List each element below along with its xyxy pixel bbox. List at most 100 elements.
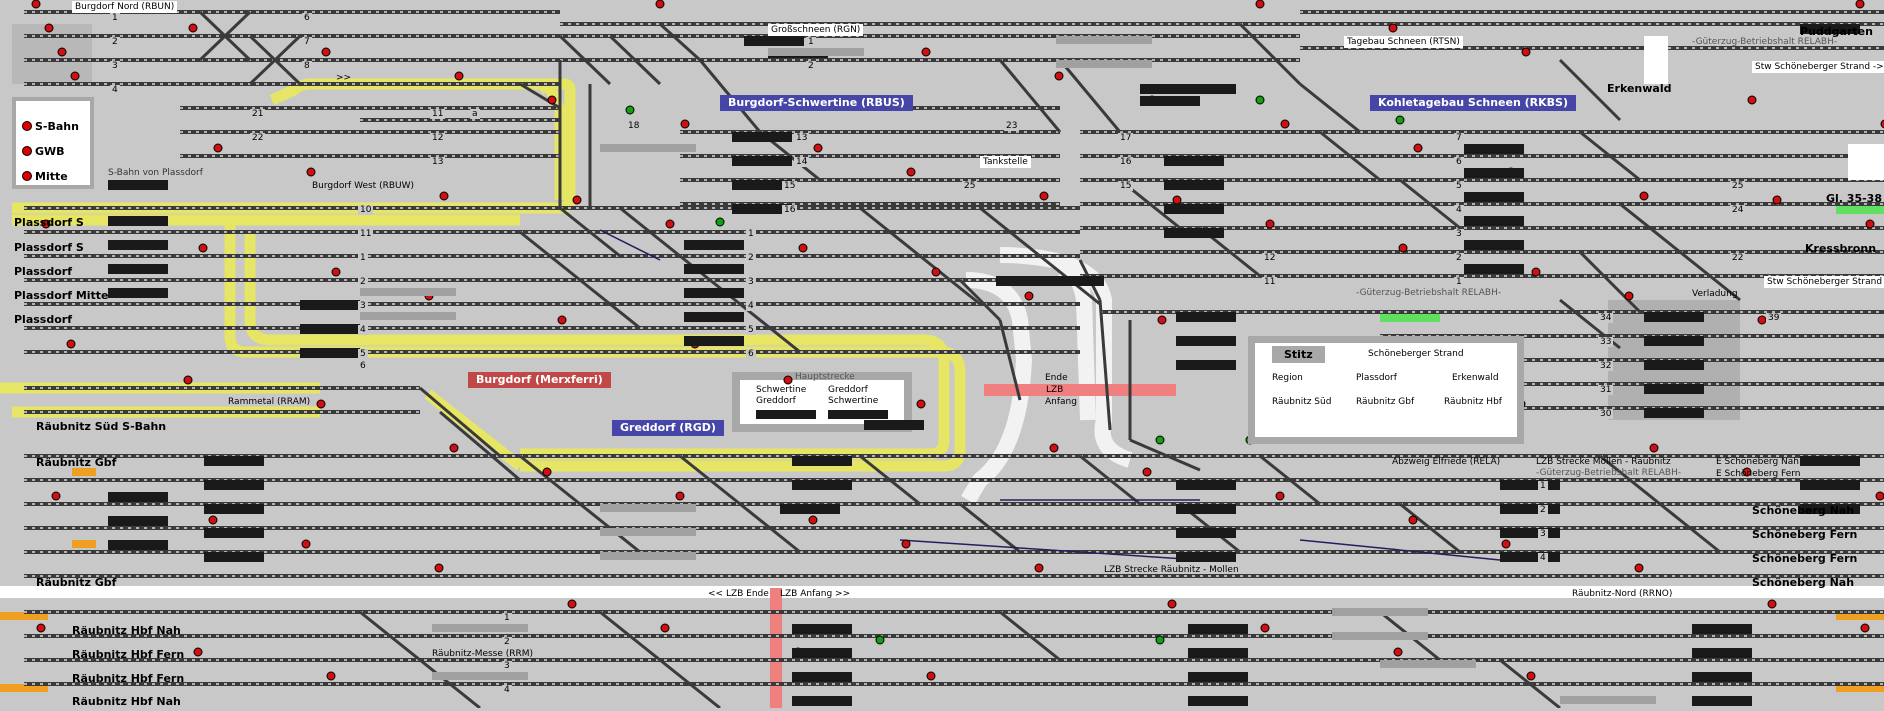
signal-icon[interactable] [1649, 443, 1659, 453]
train-number-display[interactable] [684, 312, 744, 322]
station-kressbronn[interactable]: Kressbronn [1805, 242, 1877, 255]
signal-icon[interactable] [1275, 491, 1285, 501]
signal-icon[interactable] [1747, 95, 1757, 105]
signal-icon[interactable] [1024, 291, 1034, 301]
train-number-display[interactable] [1044, 276, 1104, 286]
train-number-display[interactable] [1176, 336, 1236, 346]
train-number-display[interactable] [1140, 96, 1200, 106]
crossover[interactable] [659, 658, 721, 710]
train-number-display[interactable] [204, 552, 264, 562]
signal-icon[interactable] [1880, 119, 1884, 129]
signal-icon[interactable] [66, 339, 76, 349]
signal-icon[interactable] [1039, 191, 1049, 201]
station-schoeneberg-nah-2[interactable]: Schöneberg Nah [1752, 576, 1855, 589]
crossover[interactable] [1579, 130, 1641, 182]
signal-icon[interactable] [1531, 267, 1541, 277]
train-number-display[interactable] [108, 288, 168, 298]
signal-icon[interactable] [57, 47, 67, 57]
signal-green-icon[interactable] [1155, 635, 1165, 645]
train-number-display[interactable] [1644, 384, 1704, 394]
crossover[interactable] [658, 22, 702, 62]
train-number-display[interactable] [684, 336, 744, 346]
crossover[interactable] [419, 386, 501, 458]
crossover[interactable] [1098, 299, 1112, 431]
train-number-display[interactable] [108, 264, 168, 274]
signal-icon[interactable] [439, 191, 449, 201]
signal-icon[interactable] [1860, 623, 1870, 633]
train-number-display[interactable] [108, 492, 168, 502]
signal-icon[interactable] [1172, 195, 1182, 205]
train-number-display[interactable] [792, 648, 852, 658]
signal-icon[interactable] [1280, 119, 1290, 129]
signal-icon[interactable] [665, 219, 675, 229]
signal-icon[interactable] [1413, 143, 1423, 153]
crossover[interactable] [608, 34, 662, 86]
station-puddgarten[interactable]: Puddgarten [1800, 25, 1873, 38]
train-number-display[interactable] [792, 456, 852, 466]
train-number-display[interactable] [108, 180, 168, 190]
train-number-display[interactable] [684, 240, 744, 250]
train-number-display[interactable] [1464, 192, 1524, 202]
crossover[interactable] [419, 658, 481, 710]
crossover[interactable] [1259, 454, 1321, 506]
train-number-display[interactable] [792, 624, 852, 634]
crossover[interactable] [1619, 202, 1681, 254]
signal-icon[interactable] [675, 491, 685, 501]
route-display[interactable] [828, 410, 888, 419]
crossover[interactable] [1079, 454, 1141, 506]
crossover[interactable] [1399, 178, 1461, 230]
crossover[interactable] [1599, 454, 1661, 506]
crossover[interactable] [559, 206, 621, 258]
signal-green-icon[interactable] [1255, 95, 1265, 105]
crossover[interactable] [519, 454, 581, 506]
signal-icon[interactable] [1034, 563, 1044, 573]
train-number-display[interactable] [1176, 360, 1236, 370]
signal-icon[interactable] [1757, 315, 1767, 325]
signal-icon[interactable] [926, 671, 936, 681]
signal-icon[interactable] [547, 95, 557, 105]
signal-icon[interactable] [1255, 0, 1265, 9]
train-number-display[interactable] [1500, 552, 1560, 562]
train-number-display[interactable] [300, 324, 360, 334]
signal-icon[interactable] [567, 599, 577, 609]
crossover[interactable] [1499, 658, 1561, 710]
train-number-display[interactable] [204, 504, 264, 514]
crossover[interactable] [1299, 82, 1361, 134]
crossover[interactable] [439, 410, 521, 482]
signal-icon[interactable] [1142, 467, 1152, 477]
train-number-display[interactable] [732, 132, 792, 142]
train-number-display[interactable] [1500, 504, 1560, 514]
train-number-display[interactable] [204, 528, 264, 538]
train-number-display[interactable] [300, 300, 360, 310]
signal-icon[interactable] [188, 23, 198, 33]
crossover[interactable] [248, 34, 302, 86]
train-number-display[interactable] [108, 540, 168, 550]
crossover[interactable] [579, 278, 641, 330]
signal-icon[interactable] [331, 267, 341, 277]
signal-icon[interactable] [901, 539, 911, 549]
signal-icon[interactable] [655, 0, 665, 9]
crossover[interactable] [1659, 502, 1721, 554]
signal-icon[interactable] [1875, 491, 1884, 501]
signal-icon[interactable] [1855, 0, 1865, 9]
train-number-display[interactable] [1692, 696, 1752, 706]
train-number-display[interactable] [1800, 480, 1860, 490]
train-number-display[interactable] [1176, 84, 1236, 94]
train-number-display[interactable] [1692, 624, 1752, 634]
train-number-display[interactable] [1800, 24, 1860, 34]
station-plassdorf-1[interactable]: Plassdorf [14, 265, 72, 278]
signal-icon[interactable] [1265, 219, 1275, 229]
signal-icon[interactable] [798, 243, 808, 253]
station-gl-35-38[interactable]: Gl. 35-38 [1826, 192, 1882, 205]
crossover[interactable] [1679, 250, 1741, 302]
crossover[interactable] [1319, 130, 1381, 182]
signal-icon[interactable] [1408, 515, 1418, 525]
station-raeubnitz-hbf-nah-2[interactable]: Räubnitz Hbf Nah [72, 695, 181, 708]
signal-icon[interactable] [808, 515, 818, 525]
train-number-display[interactable] [1164, 156, 1224, 166]
train-number-display[interactable] [1464, 168, 1524, 178]
signal-icon[interactable] [454, 71, 464, 81]
train-number-display[interactable] [1500, 528, 1560, 538]
train-number-display[interactable] [792, 480, 852, 490]
station-raeubnitz-sued-sbahn[interactable]: Räubnitz Süd S-Bahn [36, 420, 167, 433]
